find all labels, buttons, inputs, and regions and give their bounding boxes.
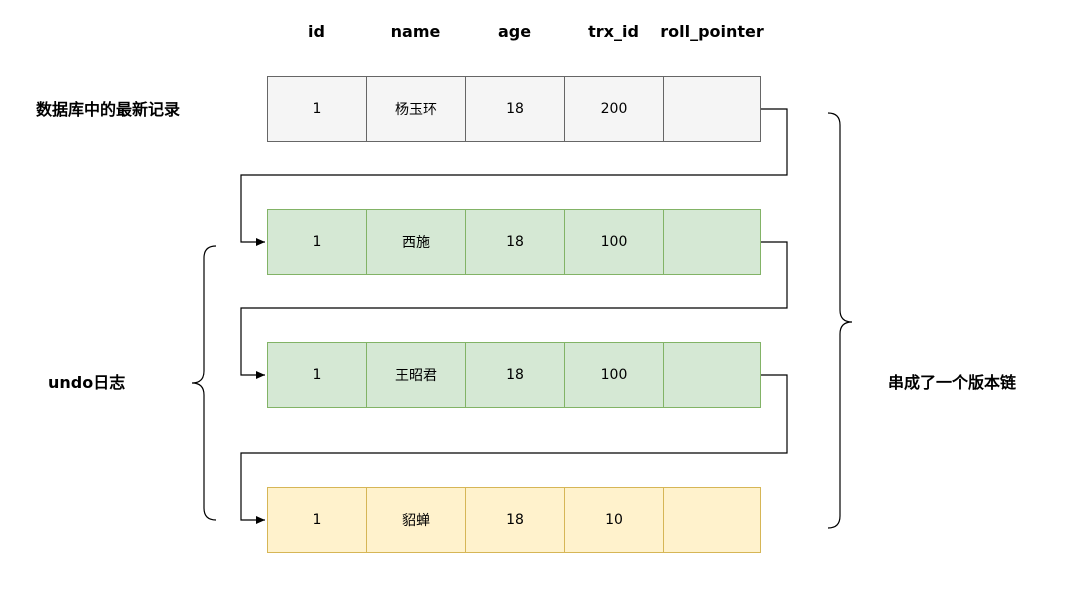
pointer-arrow-3 (240, 374, 788, 524)
record-row-undo-3: 1 貂蝉 18 10 (267, 487, 761, 553)
right-brace (827, 112, 853, 529)
left-brace (191, 245, 217, 521)
header-roll-pointer: roll_pointer (660, 22, 764, 41)
header-id: id (308, 22, 325, 41)
cell-trx-id: 100 (565, 210, 664, 274)
cell-name: 杨玉环 (367, 77, 466, 141)
record-row-undo-1: 1 西施 18 100 (267, 209, 761, 275)
record-row-undo-2: 1 王昭君 18 100 (267, 342, 761, 408)
cell-trx-id: 10 (565, 488, 664, 552)
cell-trx-id: 200 (565, 77, 664, 141)
pointer-arrow-1 (240, 108, 788, 246)
cell-id: 1 (268, 77, 367, 141)
cell-name: 貂蝉 (367, 488, 466, 552)
pointer-arrow-2 (240, 241, 788, 379)
cell-id: 1 (268, 488, 367, 552)
cell-id: 1 (268, 210, 367, 274)
cell-id: 1 (268, 343, 367, 407)
header-name: name (390, 22, 441, 41)
undo-log-label: undo日志 (48, 373, 126, 392)
cell-name: 西施 (367, 210, 466, 274)
cell-age: 18 (466, 77, 565, 141)
header-trx-id: trx_id (588, 22, 639, 41)
cell-name: 王昭君 (367, 343, 466, 407)
version-chain-label: 串成了一个版本链 (888, 373, 1017, 392)
latest-record-label: 数据库中的最新记录 (36, 100, 181, 119)
cell-trx-id: 100 (565, 343, 664, 407)
record-row-latest: 1 杨玉环 18 200 (267, 76, 761, 142)
cell-age: 18 (466, 210, 565, 274)
cell-age: 18 (466, 488, 565, 552)
cell-age: 18 (466, 343, 565, 407)
header-age: age (497, 22, 532, 41)
